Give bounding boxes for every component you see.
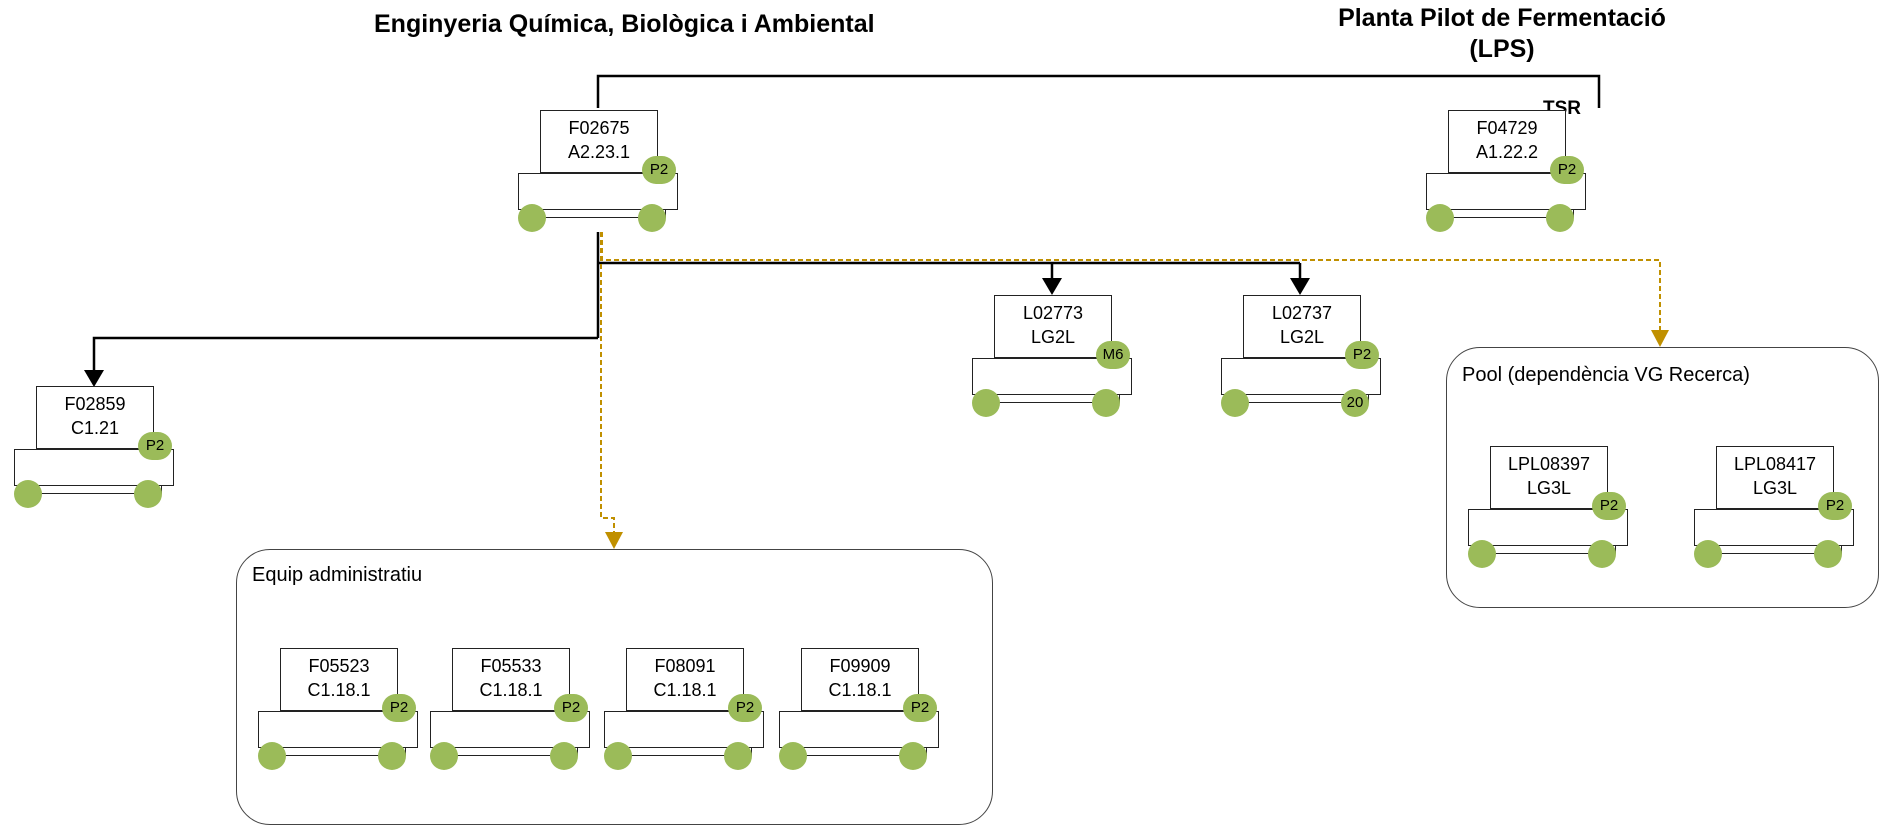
wheel-icon: [1694, 540, 1722, 568]
printer-id: LPL08397: [1507, 454, 1591, 474]
printer-id: F04729: [1476, 118, 1538, 138]
wheel-icon: [430, 742, 458, 770]
wheel-icon: [1468, 540, 1496, 568]
group-admin-label: Equip administratiu: [252, 564, 423, 586]
printer-id: L02737: [1271, 303, 1333, 323]
wheel-icon: [14, 480, 42, 508]
printer-badge: P2: [903, 694, 937, 722]
link-dashed-admin: [600, 232, 615, 533]
printer-badge: P2: [1592, 492, 1626, 520]
wheel-icon: [1814, 540, 1842, 568]
printer-badge: P2: [382, 694, 416, 722]
wheel-icon: [1092, 389, 1120, 417]
printer-badge: P2: [554, 694, 588, 722]
printer-location: C1.18.1: [653, 680, 717, 700]
printer-location: A1.22.2: [1475, 142, 1539, 162]
printer-id: F08091: [654, 656, 716, 676]
printer-location: C1.21: [70, 418, 120, 438]
wheel-icon: [518, 204, 546, 232]
plant-title: Planta Pilot de Fermentació (LPS): [1335, 3, 1669, 65]
wheel-icon: [378, 742, 406, 770]
printer-badge: P2: [1345, 341, 1379, 369]
printer-id: L02773: [1022, 303, 1084, 323]
printer-location: LG3L: [1526, 478, 1572, 498]
wheel-counter-badge: 20: [1341, 389, 1369, 417]
wheel-icon: [972, 389, 1000, 417]
wheel-icon: [258, 742, 286, 770]
department-title: Enginyeria Química, Biològica i Ambienta…: [374, 10, 875, 38]
printer-location: LG2L: [1279, 327, 1325, 347]
wheel-icon: [1588, 540, 1616, 568]
wheel-icon: [899, 742, 927, 770]
printer-badge: P2: [728, 694, 762, 722]
plant-title-line2: (LPS): [1469, 35, 1535, 63]
link-dashed-pool: [601, 232, 1661, 330]
wheel-icon: [1221, 389, 1249, 417]
printer-badge: P2: [1550, 156, 1584, 184]
link-f02675-f04729: [596, 74, 1601, 108]
wheel-icon: [724, 742, 752, 770]
link-to-f02859: [92, 336, 598, 370]
wheel-icon: [550, 742, 578, 770]
wheel-icon: [779, 742, 807, 770]
printer-location: C1.18.1: [479, 680, 543, 700]
printer-id: F05523: [308, 656, 370, 676]
wheel-icon: [1426, 204, 1454, 232]
group-pool-label: Pool (dependència VG Recerca): [1462, 364, 1750, 386]
plant-title-line1: Planta Pilot de Fermentació: [1338, 4, 1666, 32]
wheel-icon: [134, 480, 162, 508]
printer-id: F02675: [568, 118, 630, 138]
printer-id: LPL08417: [1733, 454, 1817, 474]
connector-layer: [84, 74, 1669, 549]
printer-location: A2.23.1: [567, 142, 631, 162]
printer-badge: P2: [138, 432, 172, 460]
printer-badge: P2: [642, 156, 676, 184]
wheel-icon: [604, 742, 632, 770]
printer-location: LG2L: [1030, 327, 1076, 347]
wheel-icon: [638, 204, 666, 232]
printer-badge: M6: [1096, 341, 1130, 369]
printer-id: F09909: [829, 656, 891, 676]
wheel-icon: [1546, 204, 1574, 232]
printer-location: C1.18.1: [307, 680, 371, 700]
group-pool: [1446, 347, 1879, 608]
printer-badge: P2: [1818, 492, 1852, 520]
printer-location: LG3L: [1752, 478, 1798, 498]
printer-id: F05533: [480, 656, 542, 676]
printer-id: F02859: [64, 394, 126, 414]
printer-location: C1.18.1: [828, 680, 892, 700]
